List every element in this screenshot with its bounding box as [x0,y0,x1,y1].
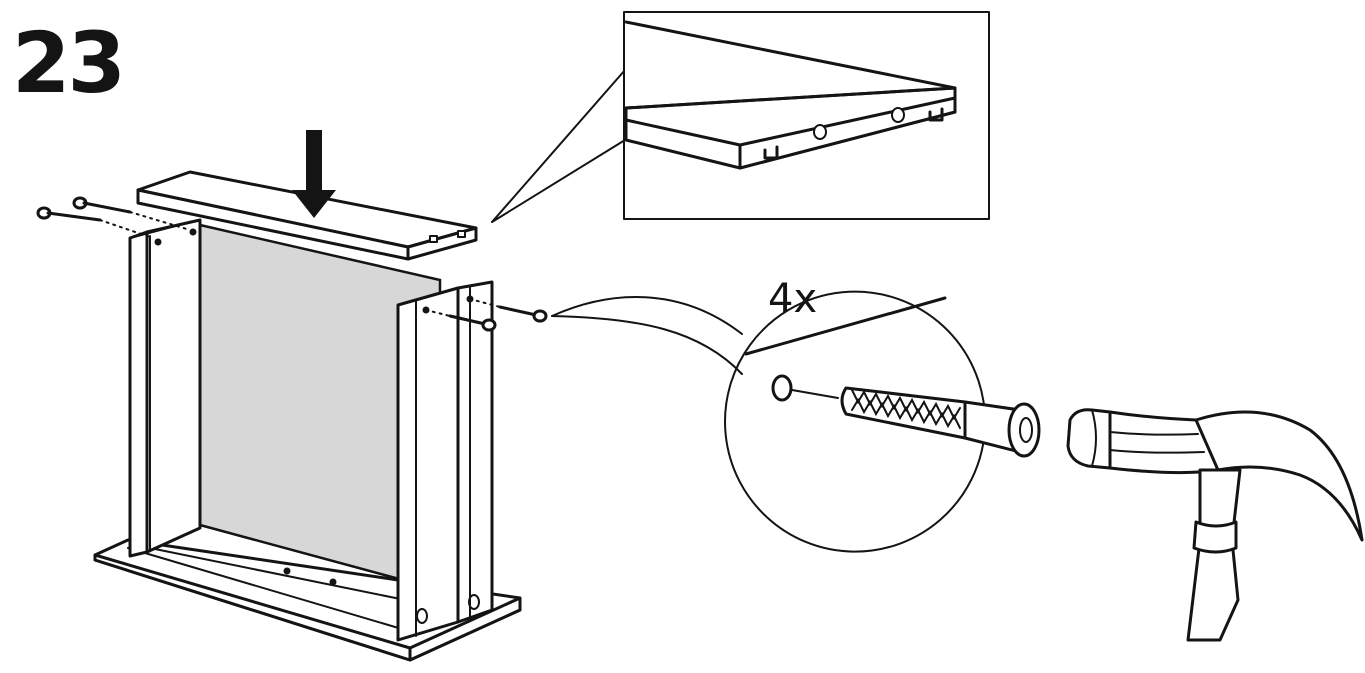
top-panel [136,170,478,261]
magnifier-circle [724,290,987,553]
dowel-detail-callout: 4x [551,276,1041,553]
left-side-panel [128,218,202,558]
down-arrow-icon [292,130,336,218]
dowel-pin-icon [840,386,1041,458]
dowel-pins-right [425,298,548,332]
quantity-label: 4x [768,276,817,322]
right-side-panel [396,280,494,642]
hammer-icon [1066,408,1364,642]
edge-detail-callout [491,11,990,223]
dowel-pins-left [36,196,191,238]
step-number: 23 [12,14,123,112]
cabinet-frame [93,130,522,662]
